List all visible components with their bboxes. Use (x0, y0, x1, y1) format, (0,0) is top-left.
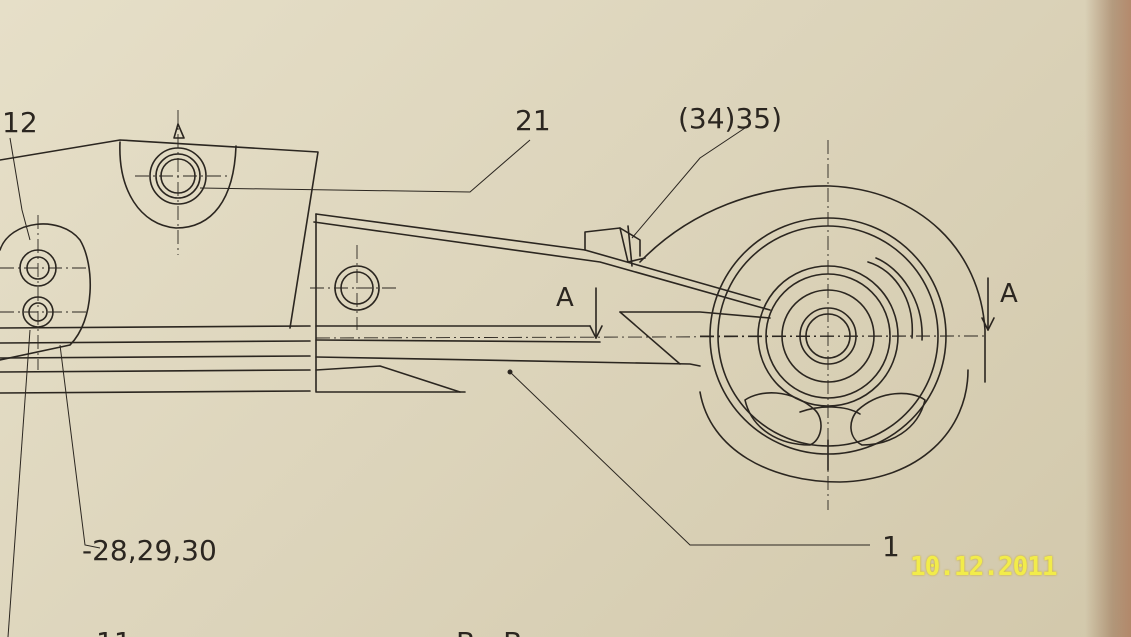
label-part-11: 11 (96, 626, 132, 637)
spring-eye-assembly (639, 140, 986, 510)
label-part-12: 12 (2, 106, 38, 139)
label-section-a-left: A (556, 283, 574, 313)
left-bracket (0, 110, 319, 329)
label-part-34-35: (34)35) (678, 102, 782, 135)
left-linkage (0, 215, 92, 370)
camera-date-stamp: 10.12.2011 (910, 552, 1058, 582)
leader-lines (7, 127, 870, 637)
clip-bracket (584, 225, 646, 267)
section-marks (589, 277, 995, 339)
label-section-a-right: A (1000, 279, 1018, 309)
label-section-bb: B - B (456, 626, 522, 637)
label-part-1: 1 (882, 530, 900, 563)
main-beam (310, 213, 981, 393)
leaf-spring (0, 325, 311, 394)
page-edge-shadow (1085, 0, 1131, 637)
label-part-28-29-30: -28,29,30 (82, 534, 217, 567)
label-part-21: 21 (515, 104, 551, 137)
